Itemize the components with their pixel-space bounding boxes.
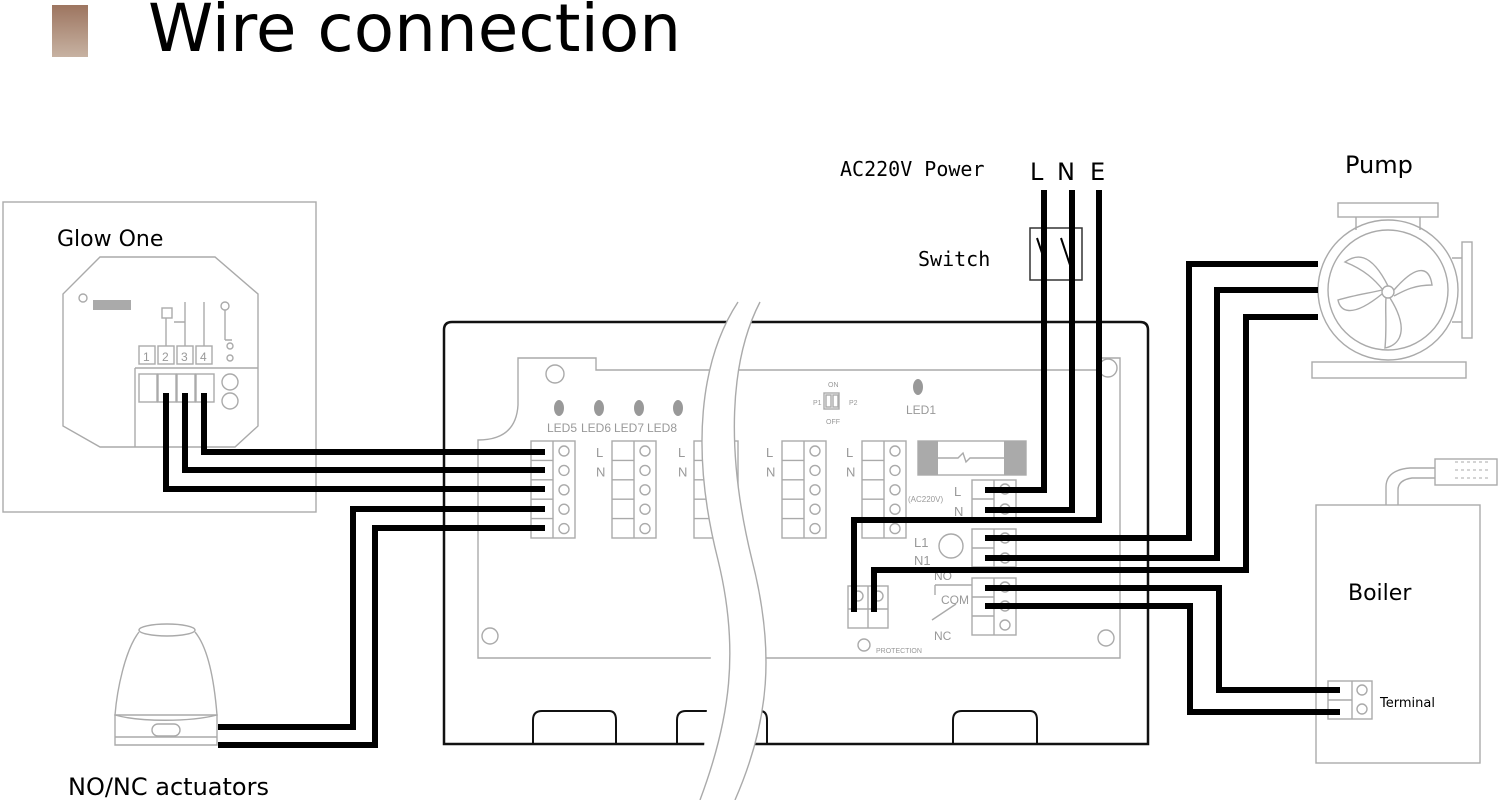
terminal-label: 4 bbox=[200, 350, 207, 364]
power-terminal: (AC220V) L N bbox=[908, 479, 1017, 519]
boiler-label: Boiler bbox=[1348, 581, 1412, 606]
wire bbox=[218, 525, 545, 748]
relay-nc-label: NC bbox=[934, 629, 952, 643]
zone-terminal-label: L bbox=[596, 445, 603, 460]
wire bbox=[985, 190, 1075, 513]
thermostat-terminal-labels: 1 2 3 4 bbox=[138, 345, 213, 365]
pump-icon bbox=[1311, 202, 1473, 379]
wire bbox=[871, 314, 1318, 612]
led-label: LED7 bbox=[614, 421, 644, 435]
led1-label: LED1 bbox=[906, 403, 936, 417]
dip-switch[interactable]: ON P1 P2 OFF bbox=[813, 382, 858, 426]
zone-terminal-label: L bbox=[766, 445, 773, 460]
hub-leds: LED5 LED6 LED7 LED8 LED1 bbox=[547, 379, 936, 435]
break-line bbox=[733, 301, 767, 800]
led-label: LED6 bbox=[581, 421, 611, 435]
boiler-terminal-label: Terminal bbox=[1379, 696, 1435, 711]
wire bbox=[985, 190, 1047, 493]
dip-p1-label: P1 bbox=[813, 400, 822, 407]
page-title: Wire connection bbox=[148, 0, 682, 67]
wire bbox=[851, 190, 1102, 612]
boiler-icon bbox=[1315, 458, 1498, 764]
wire bbox=[985, 585, 1340, 693]
led-label: LED5 bbox=[547, 421, 577, 435]
zone-terminal-label: L bbox=[846, 445, 853, 460]
wire bbox=[985, 287, 1318, 561]
wire bbox=[163, 393, 545, 492]
zone-terminal-label: N bbox=[766, 464, 775, 479]
power-line-n: N bbox=[1057, 158, 1075, 186]
wire bbox=[201, 393, 545, 455]
dip-on-label: ON bbox=[828, 382, 839, 389]
switch-label: Switch bbox=[918, 247, 990, 271]
relay-terminal: NO COM NC bbox=[931, 569, 1017, 643]
wire bbox=[985, 261, 1318, 541]
pump-symbol-icon bbox=[938, 533, 964, 559]
dip-off-label: OFF bbox=[826, 419, 840, 426]
actuator-label: NO/NC actuators bbox=[68, 773, 269, 800]
pump-terminal: L1 N1 bbox=[914, 528, 1017, 568]
led-label: LED8 bbox=[647, 421, 677, 435]
power-line-e: E bbox=[1090, 158, 1105, 186]
load-icon bbox=[161, 307, 173, 319]
terminal-label: 2 bbox=[162, 350, 169, 364]
protection-terminal: PROTECTION bbox=[847, 585, 922, 655]
boiler-terminal bbox=[1327, 680, 1373, 720]
power-line-l: L bbox=[1030, 158, 1044, 186]
terminal-label: L1 bbox=[914, 535, 928, 550]
zone-terminal-label: N bbox=[678, 464, 687, 479]
title-accent-bar bbox=[52, 5, 88, 57]
hub-housing bbox=[442, 320, 1150, 746]
dip-p2-label: P2 bbox=[849, 400, 858, 407]
zone-terminal-block: LN bbox=[766, 440, 827, 539]
zone-terminal-block: LN bbox=[846, 440, 907, 539]
terminal-label: 1 bbox=[143, 350, 150, 364]
zone-terminal-label: L bbox=[678, 445, 685, 460]
wire bbox=[218, 506, 545, 730]
relay-com-label: COM bbox=[941, 593, 969, 607]
ground-icon bbox=[857, 638, 871, 652]
fuse-icon bbox=[917, 440, 1027, 476]
zone-terminal-block: LN bbox=[596, 440, 657, 539]
power-label: AC220V Power bbox=[840, 157, 985, 181]
wire bbox=[985, 603, 1340, 715]
pump-label: Pump bbox=[1345, 151, 1413, 179]
actuator-icon bbox=[114, 623, 218, 746]
break-line bbox=[699, 301, 739, 800]
zone-terminal-label: N bbox=[846, 464, 855, 479]
terminal-label: 3 bbox=[181, 350, 188, 364]
wire bbox=[182, 393, 545, 473]
terminal-label: N1 bbox=[914, 553, 931, 568]
thermostat-glow-one: Glow One 1 2 3 4 bbox=[2, 201, 317, 513]
terminal-label: N bbox=[954, 504, 963, 519]
terminal-label: L bbox=[954, 484, 961, 499]
wires bbox=[163, 190, 1340, 748]
thermostat-logo-icon bbox=[78, 293, 131, 310]
zone-terminal-label: N bbox=[596, 464, 605, 479]
protection-label: PROTECTION bbox=[876, 648, 922, 655]
power-terminal-label: (AC220V) bbox=[908, 495, 943, 504]
thermostat-label: Glow One bbox=[57, 227, 163, 252]
